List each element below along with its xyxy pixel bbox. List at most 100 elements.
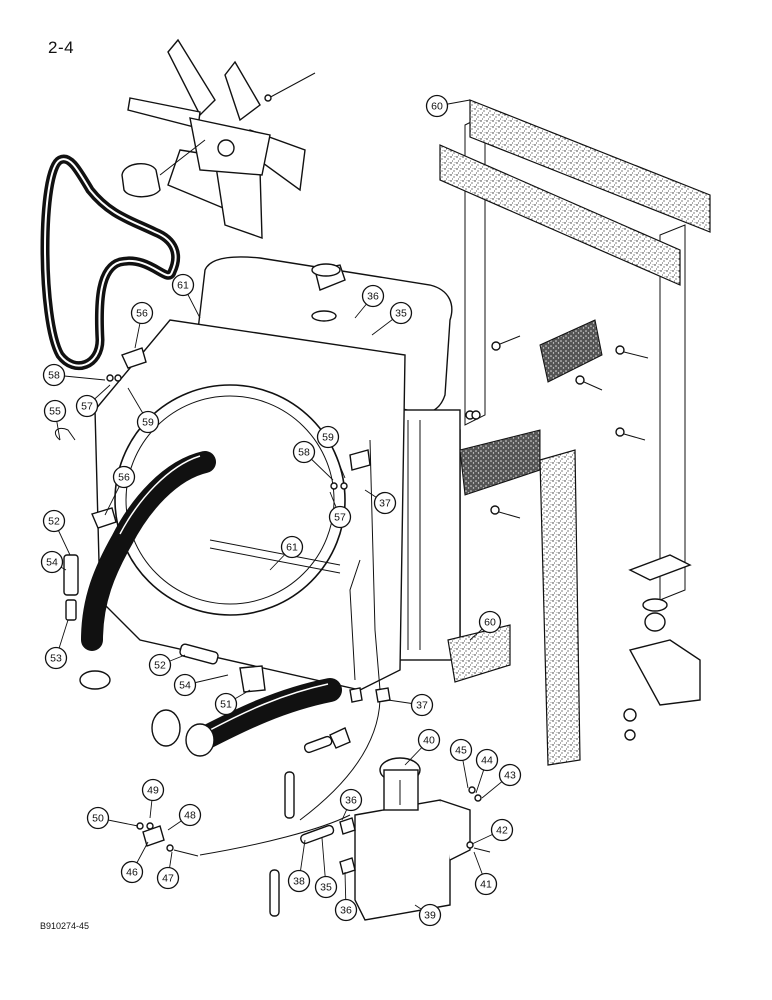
callout-label: 44 <box>481 755 493 767</box>
callout-38: 38 <box>287 839 311 893</box>
callout-47: 47 <box>156 851 180 890</box>
callout-35: 35 <box>314 837 338 899</box>
callout-label: 58 <box>298 447 310 459</box>
callout-circle <box>136 410 160 434</box>
callout-label: 47 <box>162 873 174 885</box>
callout-circle <box>141 778 165 802</box>
callout-circle <box>328 505 352 529</box>
callout-39: 39 <box>414 903 442 927</box>
callout-label: 45 <box>455 745 467 757</box>
callout-label: 53 <box>50 653 62 665</box>
callout-37: 37 <box>387 693 434 717</box>
callout-label: 51 <box>220 699 232 711</box>
callout-label: 35 <box>395 308 407 320</box>
callout-label: 38 <box>293 876 305 888</box>
callout-circle <box>214 692 238 716</box>
callout-42: 42 <box>471 818 514 845</box>
callout-55: 55 <box>43 399 67 441</box>
callout-label: 37 <box>379 498 391 510</box>
callout-58: 58 <box>42 363 106 387</box>
callout-circle <box>373 491 397 515</box>
callout-label: 41 <box>480 879 492 891</box>
callout-circle <box>478 610 502 634</box>
callout-circle <box>339 788 363 812</box>
callout-label: 60 <box>484 617 496 629</box>
callout-41: 41 <box>473 851 498 896</box>
callout-circle <box>178 803 202 827</box>
fasteners <box>55 335 649 875</box>
callout-circle <box>280 535 304 559</box>
callout-circle <box>43 399 67 423</box>
callout-label: 37 <box>416 700 428 712</box>
callout-circle <box>75 394 99 418</box>
callout-circle <box>314 875 338 899</box>
callout-label: 35 <box>320 882 332 894</box>
callout-54: 54 <box>173 673 229 697</box>
fan-shroud <box>94 319 406 691</box>
callout-label: 56 <box>136 308 148 320</box>
callout-61: 61 <box>171 273 201 319</box>
callout-circle <box>498 763 522 787</box>
callout-label: 36 <box>367 291 379 303</box>
callout-57: 57 <box>75 384 111 418</box>
callout-circle <box>417 728 441 752</box>
callout-label: 50 <box>92 813 104 825</box>
callout-52: 52 <box>42 509 71 556</box>
callout-circle <box>40 550 64 574</box>
callout-circle <box>44 646 68 670</box>
callout-circle <box>171 273 195 297</box>
callout-49: 49 <box>141 778 165 819</box>
callout-label: 54 <box>179 680 191 692</box>
callout-circle <box>474 872 498 896</box>
callout-35: 35 <box>371 301 413 336</box>
mounting-frame <box>439 99 711 766</box>
callout-circle <box>475 748 499 772</box>
callout-label: 55 <box>49 406 61 418</box>
callout-label: 57 <box>334 512 346 524</box>
callout-label: 40 <box>423 735 435 747</box>
callout-59: 59 <box>127 387 160 434</box>
callout-circle <box>120 860 144 884</box>
callout-circle <box>316 425 340 449</box>
coolant-reservoir <box>354 757 471 921</box>
callout-label: 49 <box>147 785 159 797</box>
callout-label: 56 <box>118 472 130 484</box>
callout-circle <box>425 94 449 118</box>
callout-58: 58 <box>292 440 334 481</box>
callout-59: 59 <box>316 425 346 479</box>
callout-51: 51 <box>214 689 251 716</box>
callout-36: 36 <box>339 788 363 821</box>
callout-60: 60 <box>425 94 471 118</box>
callout-57: 57 <box>328 491 352 529</box>
callout-60: 60 <box>469 610 502 641</box>
callout-label: 61 <box>177 280 189 292</box>
fan-assembly <box>121 38 316 239</box>
callout-50: 50 <box>86 806 139 830</box>
callout-56: 56 <box>104 465 136 516</box>
callout-label: 36 <box>340 905 352 917</box>
callout-label: 54 <box>46 557 58 569</box>
callout-label: 42 <box>496 825 508 837</box>
callout-circle <box>361 284 385 308</box>
callout-circle <box>334 898 358 922</box>
callout-label: 58 <box>48 370 60 382</box>
callout-circle <box>86 806 110 830</box>
callout-37: 37 <box>364 489 397 515</box>
callout-label: 59 <box>322 432 334 444</box>
callout-circle <box>449 738 473 762</box>
callout-61: 61 <box>269 535 304 571</box>
callout-53: 53 <box>44 619 69 670</box>
callout-54: 54 <box>40 550 67 574</box>
callout-45: 45 <box>449 738 473 789</box>
callout-circle <box>418 903 442 927</box>
callout-36: 36 <box>334 871 358 922</box>
callout-52: 52 <box>148 653 186 677</box>
callout-circle <box>490 818 514 842</box>
callout-label: 57 <box>81 401 93 413</box>
callout-circle <box>42 509 66 533</box>
callout-label: 59 <box>142 417 154 429</box>
callout-56: 56 <box>130 301 154 349</box>
callout-circle <box>112 465 136 489</box>
callout-label: 36 <box>345 795 357 807</box>
